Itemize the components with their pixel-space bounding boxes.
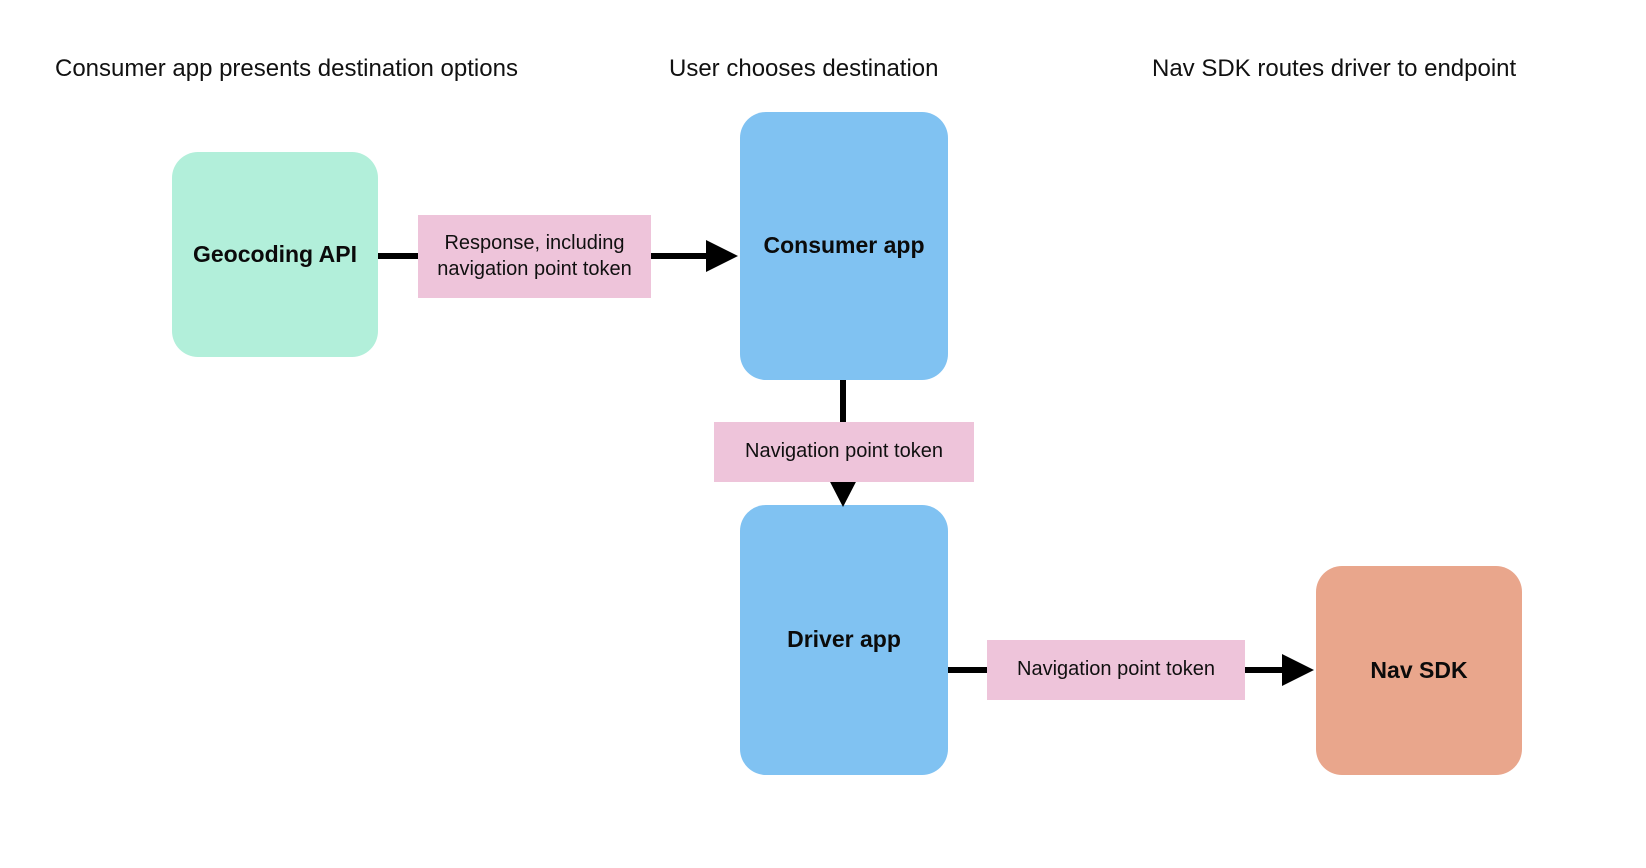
column-heading-user-chooses: User chooses destination — [669, 55, 939, 82]
arrowhead-to-nav-sdk — [1282, 654, 1314, 686]
node-label-nav-sdk: Nav SDK — [1370, 656, 1468, 683]
node-nav-sdk[interactable]: Nav SDK — [1316, 566, 1522, 775]
node-driver-app[interactable]: Driver app — [740, 505, 948, 775]
edge-label-text-navigation-point-token-down: Navigation point token — [745, 440, 943, 463]
node-geocoding-api[interactable]: Geocoding API — [172, 152, 378, 357]
node-label-consumer-app: Consumer app — [763, 232, 925, 259]
column-heading-consumer-options: Consumer app presents destination option… — [55, 55, 518, 82]
node-label-geocoding-api: Geocoding API — [193, 240, 357, 267]
edge-label-driver-to-navsdk: Navigation point token — [987, 640, 1245, 700]
node-consumer-app[interactable]: Consumer app — [740, 112, 948, 380]
edge-label-text-response: Response, including navigation point tok… — [437, 231, 632, 280]
edge-label-geocoding-to-consumer: Response, including navigation point tok… — [418, 215, 651, 298]
node-label-driver-app: Driver app — [787, 626, 901, 653]
column-heading-nav-sdk-routes: Nav SDK routes driver to endpoint — [1152, 55, 1517, 82]
edge-label-text-navigation-point-token-sdk: Navigation point token — [1017, 658, 1215, 681]
arrowhead-to-consumer-app — [706, 240, 738, 272]
edge-label-consumer-to-driver: Navigation point token — [714, 422, 974, 482]
